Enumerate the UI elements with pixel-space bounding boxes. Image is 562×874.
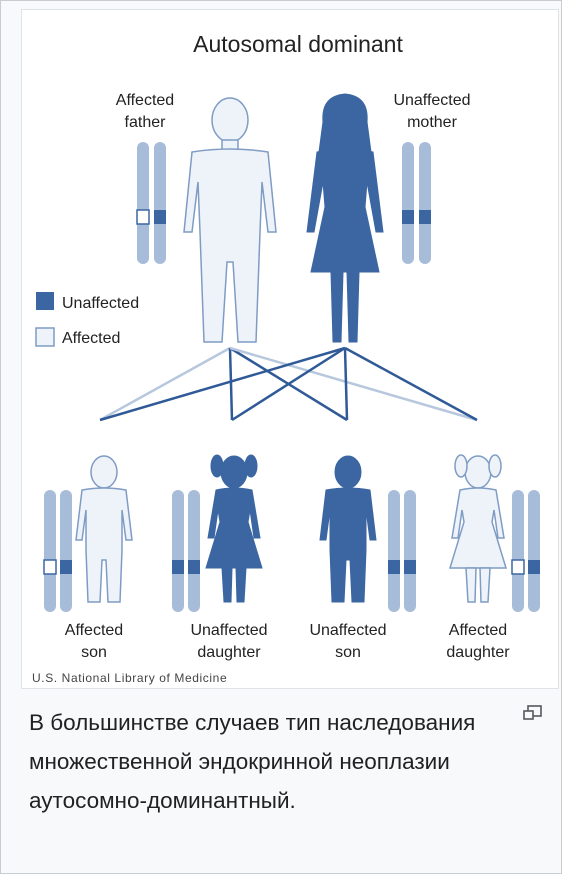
child-1-label-line2: son: [81, 644, 107, 661]
affected-father-figure: [184, 98, 276, 342]
child-affected-daughter: [450, 455, 540, 612]
legend: Unaffected Affected: [36, 292, 139, 347]
pedigree-svg: Autosomal dominant Affected father Unaff…: [22, 10, 560, 690]
child-4-label-line2: daughter: [446, 644, 510, 661]
child-2-label-line2: daughter: [197, 644, 261, 661]
child-3-label-line1: Unaffected: [309, 622, 386, 639]
child-unaffected-daughter: [172, 455, 262, 612]
legend-label-unaffected: Unaffected: [62, 295, 139, 312]
father-label-line2: father: [125, 114, 167, 131]
mother-chromosomes: [402, 142, 431, 264]
child-1-label-line1: Affected: [65, 622, 123, 639]
child-unaffected-son: [320, 456, 416, 612]
legend-label-affected: Affected: [62, 330, 120, 347]
image-caption: В большинстве случаев тип наследования м…: [29, 703, 529, 820]
mother-label-line2: mother: [407, 114, 457, 131]
child-2-label-line1: Unaffected: [190, 622, 267, 639]
father-label-line1: Affected: [116, 92, 174, 109]
diagram-title: Autosomal dominant: [193, 31, 403, 57]
child-affected-son: [44, 456, 132, 612]
child-4-label-line1: Affected: [449, 622, 507, 639]
unaffected-mother-figure: [307, 94, 383, 342]
credit-text: U.S. National Library of Medicine: [32, 671, 227, 685]
legend-swatch-unaffected: [36, 292, 54, 310]
inheritance-diagram[interactable]: Autosomal dominant Affected father Unaff…: [21, 9, 559, 689]
child-3-label-line2: son: [335, 644, 361, 661]
father-chromosomes: [137, 142, 166, 264]
legend-swatch-affected: [36, 328, 54, 346]
mother-label-line1: Unaffected: [393, 92, 470, 109]
inheritance-lines: [100, 348, 477, 420]
